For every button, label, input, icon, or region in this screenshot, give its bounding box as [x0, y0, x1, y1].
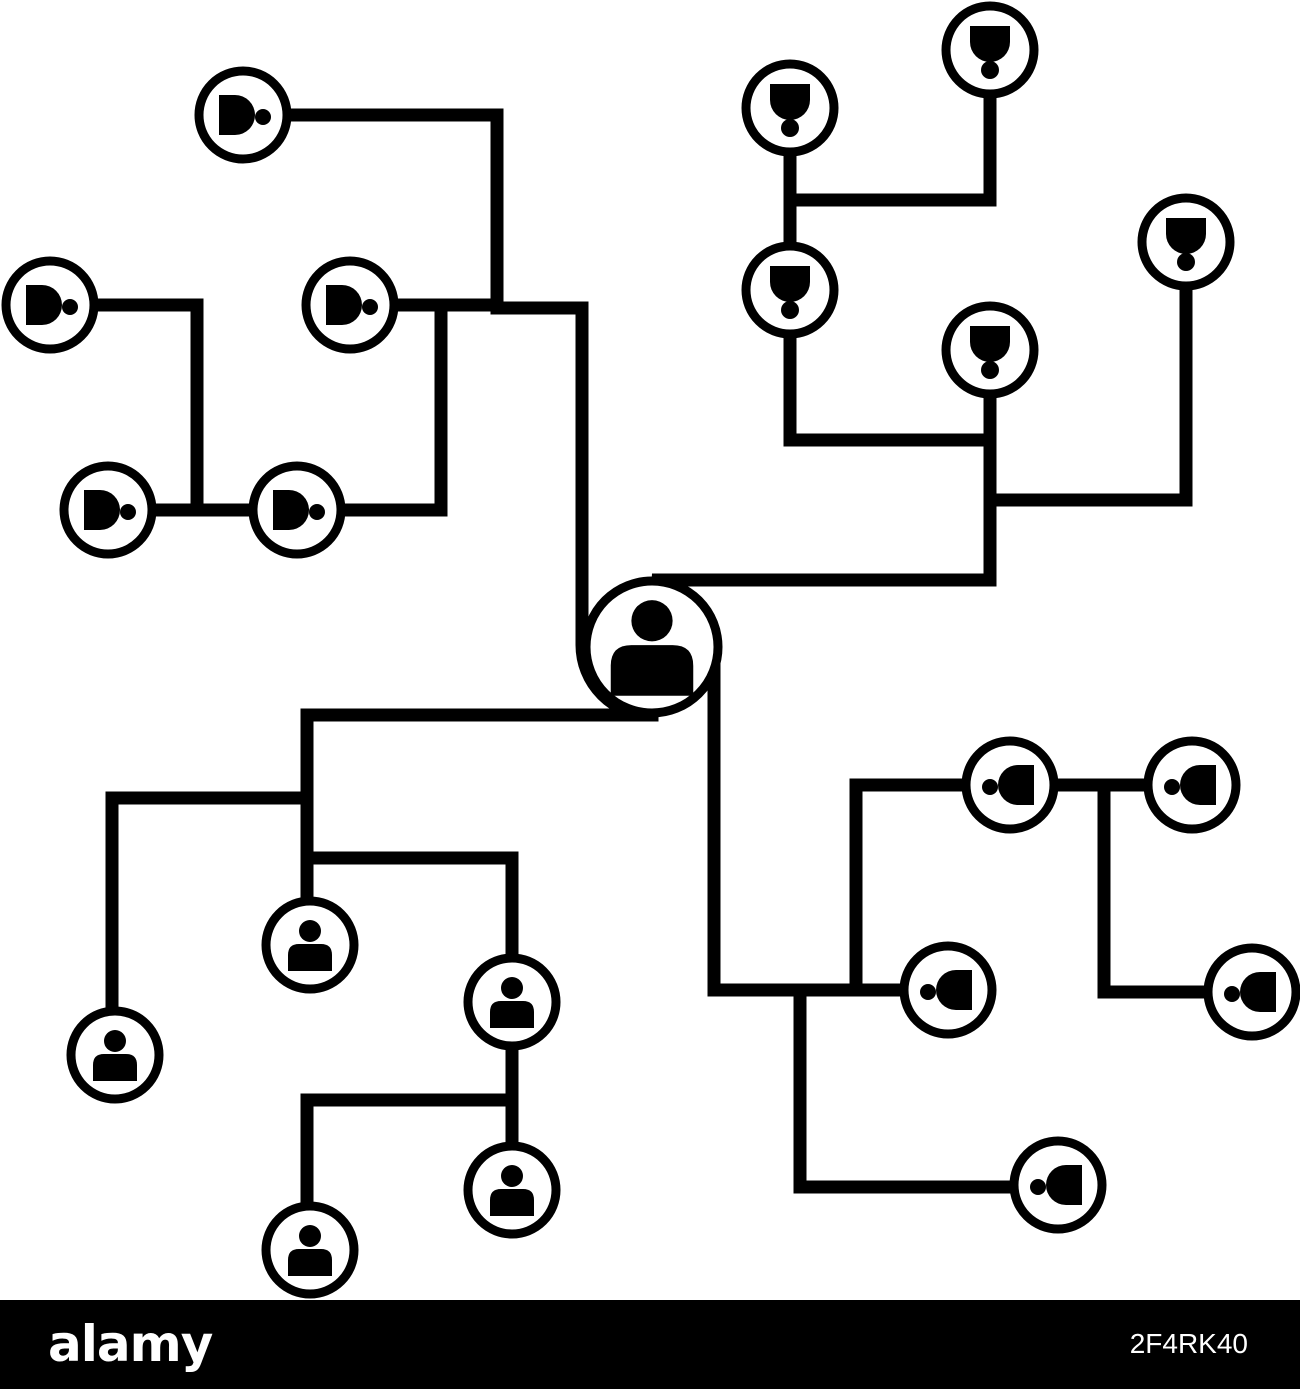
connector-line: [105, 791, 314, 1018]
person-up-icon: [610, 600, 694, 696]
person-right-icon: [920, 970, 972, 1010]
node-br-1: [961, 736, 1059, 834]
person-right-icon: [1224, 972, 1276, 1012]
node-bl-4: [463, 1141, 561, 1239]
person-left-icon: [326, 285, 378, 325]
person-down-icon: [970, 326, 1010, 379]
node-tr-5: [1137, 193, 1235, 291]
connector-line: [1097, 778, 1215, 999]
node-tl-1: [194, 66, 292, 164]
node-br-2: [1143, 736, 1241, 834]
connector-line: [651, 433, 997, 997]
person-right-icon: [982, 765, 1034, 805]
node-tr-4: [941, 301, 1039, 399]
footer-image-id: 2F4RK40: [1129, 1328, 1248, 1359]
node-layer: [1, 1, 1300, 1299]
node-tr-3: [741, 241, 839, 339]
node-bl-2: [463, 953, 561, 1051]
connector-line: [983, 279, 1193, 507]
connector-line: [300, 851, 519, 965]
footer-bar: alamy 2F4RK40: [0, 1300, 1300, 1389]
person-left-icon: [26, 285, 78, 325]
connector-line: [793, 983, 1021, 1194]
node-bl-1: [261, 896, 359, 994]
node-tr-2: [941, 1, 1039, 99]
network-diagram: [1, 1, 1300, 1299]
node-br-3: [899, 941, 997, 1039]
node-br-4: [1203, 943, 1300, 1041]
node-tl-5: [248, 461, 346, 559]
node-tl-3: [301, 256, 399, 354]
connector-line: [334, 301, 448, 517]
person-up-icon: [288, 920, 332, 971]
person-up-icon: [490, 1165, 534, 1216]
connector-line: [783, 327, 997, 447]
connector-line: [849, 778, 973, 997]
person-up-icon: [288, 1225, 332, 1276]
node-bl-3: [66, 1006, 164, 1104]
connector-line: [300, 708, 659, 908]
connector-line: [783, 87, 997, 207]
person-down-icon: [1166, 218, 1206, 271]
connector-line: [87, 298, 204, 517]
node-bl-5: [261, 1201, 359, 1299]
person-left-icon: [84, 490, 136, 530]
person-down-icon: [770, 266, 810, 319]
person-left-icon: [273, 490, 325, 530]
connector-line: [300, 1093, 519, 1213]
person-down-icon: [970, 26, 1010, 79]
node-br-5: [1009, 1136, 1107, 1234]
person-left-icon: [219, 95, 271, 135]
person-right-icon: [1030, 1165, 1082, 1205]
person-up-icon: [93, 1030, 137, 1081]
footer-logo: alamy: [48, 1315, 213, 1373]
person-up-icon: [490, 977, 534, 1028]
node-tl-2: [1, 256, 99, 354]
person-down-icon: [770, 84, 810, 137]
node-tr-1: [741, 59, 839, 157]
node-tl-4: [59, 461, 157, 559]
node-center: [581, 576, 723, 718]
person-right-icon: [1164, 765, 1216, 805]
